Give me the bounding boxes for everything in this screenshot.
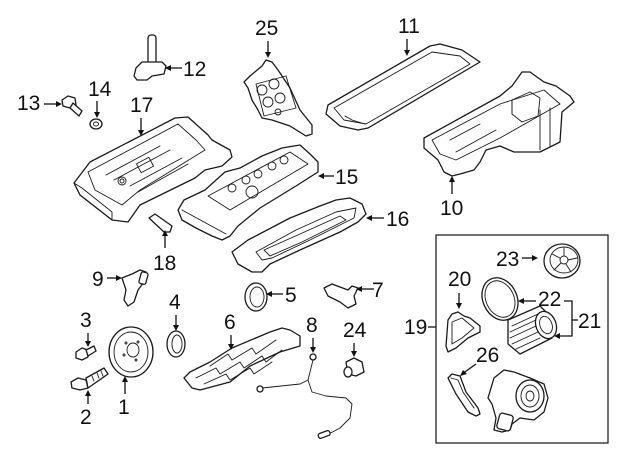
part-4-seal[interactable] (166, 330, 186, 358)
callout-label-17: 17 (130, 94, 153, 117)
callout-20[interactable]: 20 (448, 268, 471, 309)
part-13-bolt[interactable] (61, 95, 83, 117)
callout-17[interactable]: 17 (130, 94, 153, 136)
callout-label-20: 20 (448, 268, 471, 291)
callout-19[interactable]: 19 (404, 316, 436, 339)
part-7-sensor[interactable] (323, 283, 359, 309)
part-18-clip[interactable] (148, 213, 173, 233)
callout-13[interactable]: 13 (17, 92, 62, 115)
callout-label-4: 4 (169, 291, 181, 314)
callout-4[interactable]: 4 (169, 291, 181, 331)
part-21-filter-element[interactable] (507, 305, 560, 355)
callout-label-12: 12 (183, 58, 206, 81)
part-8-sensor-wiring[interactable] (256, 353, 353, 439)
part-11-oil-pan-gasket[interactable] (325, 43, 481, 131)
part-2-pulley-bolt[interactable] (70, 367, 109, 391)
callout-label-24: 24 (343, 319, 367, 342)
part-20-gasket[interactable] (445, 311, 481, 353)
callout-24[interactable]: 24 (343, 319, 367, 357)
part-24-sensor[interactable] (343, 357, 365, 378)
callout-label-2: 2 (80, 406, 92, 429)
part-10-oil-pan[interactable] (423, 71, 575, 177)
callout-18[interactable]: 18 (153, 230, 176, 275)
callout-2[interactable]: 2 (80, 390, 92, 429)
callout-label-26: 26 (476, 344, 499, 367)
part-12-ignition-coil[interactable] (133, 34, 167, 81)
callout-label-19: 19 (404, 316, 427, 339)
callout-label-3: 3 (80, 309, 92, 332)
callout-15[interactable]: 15 (318, 166, 358, 189)
callout-6[interactable]: 6 (224, 311, 236, 350)
callout-label-18: 18 (153, 252, 176, 275)
inset-box-19 (435, 234, 609, 444)
callout-label-6: 6 (224, 311, 236, 334)
callout-label-22: 22 (538, 288, 561, 311)
callout-16[interactable]: 16 (366, 208, 409, 231)
callout-8[interactable]: 8 (306, 314, 318, 353)
callout-label-11: 11 (398, 15, 420, 38)
callout-5[interactable]: 5 (266, 284, 297, 307)
part-14-washer[interactable] (89, 118, 103, 130)
callout-25[interactable]: 25 (255, 17, 278, 58)
part-9-sensor[interactable] (121, 269, 149, 307)
callout-7[interactable]: 7 (356, 279, 384, 302)
part-25-bracket[interactable] (243, 59, 313, 137)
callout-label-21: 21 (578, 310, 601, 333)
part-1-pulley[interactable] (108, 326, 154, 378)
callout-1[interactable]: 1 (118, 376, 130, 419)
callout-label-1: 1 (118, 396, 130, 419)
callout-label-7: 7 (372, 279, 384, 302)
callout-14[interactable]: 14 (88, 78, 112, 118)
callout-label-16: 16 (386, 208, 409, 231)
callout-23[interactable]: 23 (496, 248, 538, 271)
callout-21[interactable]: 21 (554, 300, 601, 339)
part-26-gasket[interactable] (447, 373, 481, 417)
callout-label-14: 14 (88, 78, 112, 101)
callout-26[interactable]: 26 (460, 344, 499, 376)
callout-label-8: 8 (306, 314, 318, 337)
part-16-valve-cover-gasket[interactable] (231, 197, 367, 273)
callout-3[interactable]: 3 (80, 309, 92, 347)
callout-10[interactable]: 10 (440, 176, 463, 220)
part-3-bolt[interactable] (75, 345, 97, 361)
part-15-valve-cover[interactable] (177, 144, 319, 241)
callout-22[interactable]: 22 (518, 288, 561, 311)
part-5-seal[interactable] (244, 282, 268, 312)
callout-label-10: 10 (440, 197, 463, 220)
callout-label-9: 9 (92, 268, 104, 291)
callout-label-13: 13 (17, 92, 40, 115)
part-6-baffle[interactable] (183, 327, 301, 391)
part-17-engine-cover[interactable] (73, 116, 233, 223)
part-23-filter-cap[interactable] (543, 243, 581, 279)
callout-9[interactable]: 9 (92, 268, 122, 291)
callout-12[interactable]: 12 (165, 58, 206, 81)
callout-label-25: 25 (255, 17, 278, 40)
callout-label-5: 5 (285, 284, 297, 307)
callout-11[interactable]: 11 (398, 15, 420, 56)
oil-filter-housing[interactable] (487, 369, 549, 433)
callout-label-15: 15 (335, 166, 358, 189)
callout-label-23: 23 (496, 248, 519, 271)
part-22-o-ring[interactable] (475, 272, 524, 326)
